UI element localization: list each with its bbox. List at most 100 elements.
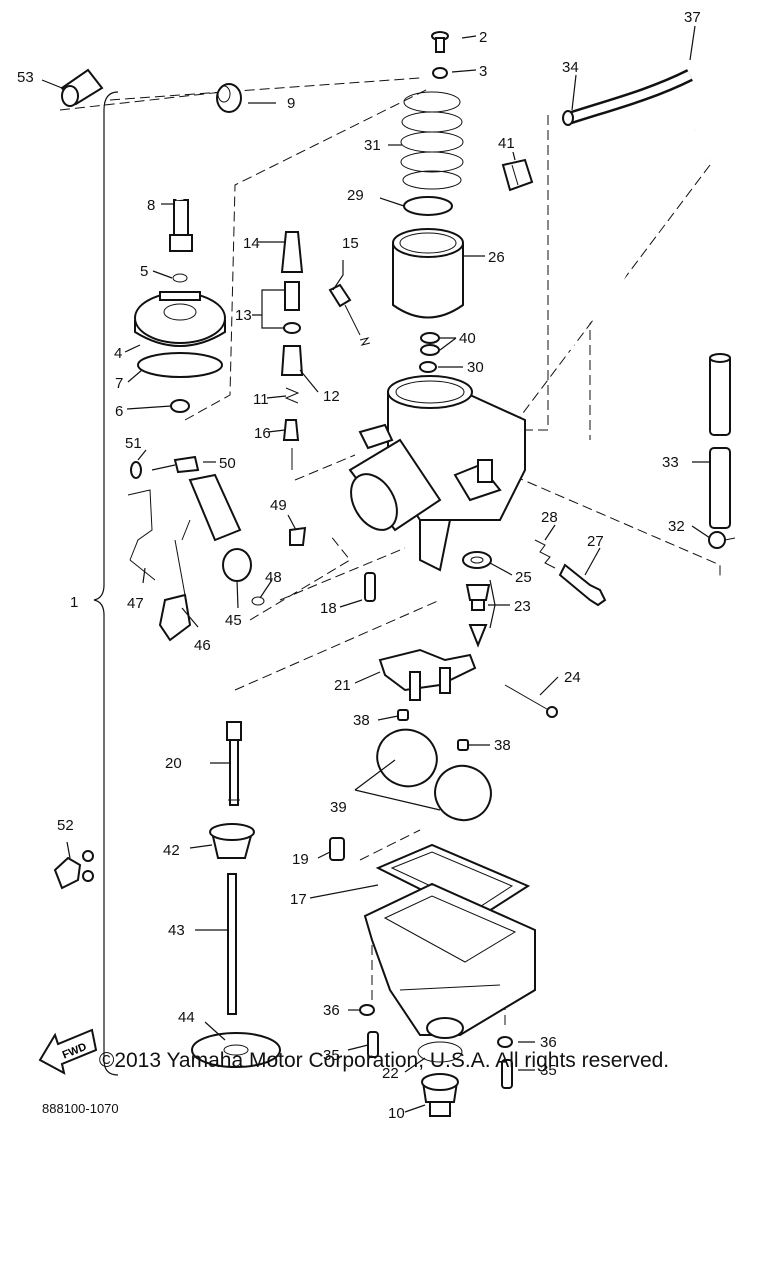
air-screw-28-27 [534, 539, 607, 607]
leader-lines [41, 25, 711, 1113]
label-6: 6 [115, 403, 123, 420]
label-13: 13 [235, 307, 252, 324]
bolt-35-left [367, 1031, 379, 1058]
drain-plug-10 [421, 1073, 459, 1117]
ring-30 [419, 361, 437, 373]
label-38a: 38 [353, 712, 370, 729]
label-9: 9 [287, 95, 295, 112]
label-47: 47 [127, 595, 144, 612]
pilot-jet-19 [329, 837, 345, 861]
oring-22 [417, 1041, 463, 1063]
clip-41 [501, 158, 534, 192]
screw-2 [431, 31, 449, 53]
label-18: 18 [320, 600, 337, 617]
needle-jet-20 [226, 721, 242, 806]
label-45: 45 [225, 612, 242, 629]
spring-31 [400, 91, 464, 190]
washer-25 [462, 551, 492, 569]
label-16: 16 [254, 425, 271, 442]
label-17: 17 [290, 891, 307, 908]
label-37: 37 [684, 9, 701, 26]
cap-53 [60, 68, 104, 107]
label-43: 43 [168, 922, 185, 939]
washers-40 [420, 332, 440, 356]
fwd-arrow-icon: FWD [38, 1028, 98, 1075]
label-5: 5 [140, 263, 148, 280]
label-36a: 36 [323, 1002, 340, 1019]
label-36b: 36 [540, 1034, 557, 1051]
label-14: 14 [243, 235, 260, 252]
label-24: 24 [564, 669, 581, 686]
label-50: 50 [219, 455, 236, 472]
carburetor-exploded-diagram: FWD [17, 9, 736, 1122]
label-30: 30 [467, 359, 484, 376]
clamp-52 [53, 850, 94, 890]
label-4: 4 [114, 345, 122, 362]
plate-29 [403, 196, 453, 216]
jet-18 [364, 572, 376, 602]
label-25: 25 [515, 569, 532, 586]
part-labels: 1 2 3 4 5 6 7 8 9 10 11 12 13 14 15 16 1… [17, 9, 701, 1122]
label-22: 22 [382, 1065, 399, 1082]
label-11: 11 [253, 391, 269, 408]
pilot-screw-15 [328, 283, 371, 346]
label-7: 7 [115, 375, 123, 392]
label-1: 1 [70, 594, 78, 611]
ring-6 [170, 399, 190, 413]
float-arm-21 [378, 648, 477, 701]
label-52: 52 [57, 817, 74, 834]
label-31: 31 [364, 137, 381, 154]
washer-36-right [497, 1036, 513, 1048]
label-32: 32 [668, 518, 685, 535]
gasket-7 [137, 352, 223, 378]
label-12: 12 [323, 388, 340, 405]
label-46: 46 [194, 637, 211, 654]
label-8: 8 [147, 197, 155, 214]
label-35a: 35 [323, 1047, 340, 1064]
label-48: 48 [265, 569, 282, 586]
vent-hose [709, 353, 731, 529]
label-42: 42 [163, 842, 180, 859]
nut-3 [432, 67, 448, 79]
label-40: 40 [459, 330, 476, 347]
label-53: 53 [17, 69, 34, 86]
label-3: 3 [479, 63, 487, 80]
label-26: 26 [488, 249, 505, 266]
label-15: 15 [342, 235, 359, 252]
label-19: 19 [292, 851, 309, 868]
throttle-valve-26 [392, 228, 464, 319]
rod-43 [227, 873, 237, 1015]
drawing-code: 888100-1070 [42, 1101, 119, 1116]
label-39: 39 [330, 799, 347, 816]
label-49: 49 [270, 497, 287, 514]
copyright-notice: ©2013 Yamaha Motor Corporation, U.S.A. A… [98, 1049, 670, 1072]
washer-36-left [359, 1004, 375, 1016]
label-27: 27 [587, 533, 604, 550]
assembly-bracket [93, 91, 119, 1076]
label-51: 51 [125, 435, 142, 452]
label-38b: 38 [494, 737, 511, 754]
label-2: 2 [479, 29, 487, 46]
carburetor-body [348, 375, 526, 572]
label-33: 33 [662, 454, 679, 471]
cap-49 [289, 526, 307, 546]
plate-44 [191, 1032, 281, 1068]
oring-5 [172, 273, 188, 283]
cap-9 [216, 83, 242, 113]
needle-valve-23 [465, 584, 491, 648]
label-41: 41 [498, 135, 515, 152]
label-20: 20 [165, 755, 182, 772]
holder-42 [209, 823, 255, 859]
label-21: 21 [334, 677, 351, 694]
mixing-chamber-top-4 [134, 291, 226, 347]
ring-48 [251, 596, 265, 606]
pin-24 [504, 684, 558, 718]
clip-32 [708, 531, 736, 549]
float-bowl [363, 882, 536, 1039]
label-28: 28 [541, 509, 558, 526]
needle-parts [280, 231, 304, 470]
label-34: 34 [562, 59, 579, 76]
label-44: 44 [178, 1009, 195, 1026]
bolt-35-right [501, 1059, 513, 1089]
label-29: 29 [347, 187, 364, 204]
